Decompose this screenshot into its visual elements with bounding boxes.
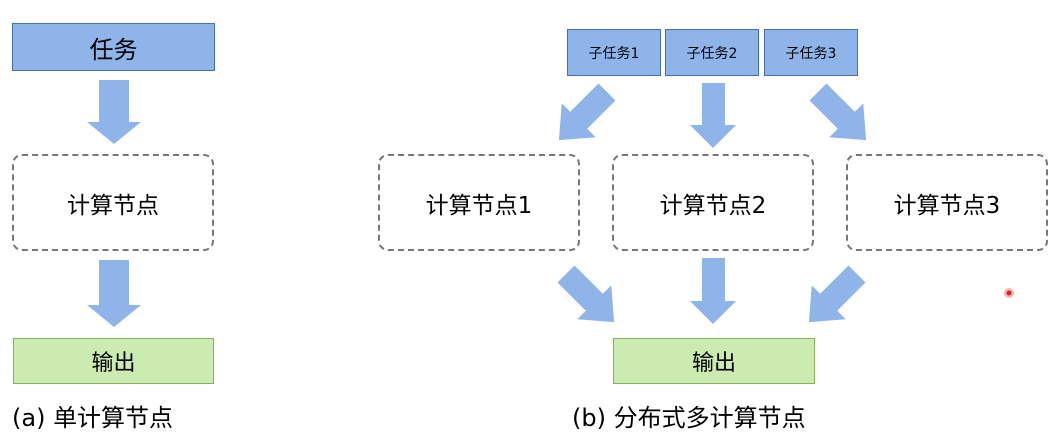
compute-node-label-2: 计算节点2 [659,192,767,219]
compute-node-box-2: 计算节点2 [612,154,814,251]
output-box-single: 输出 [13,338,214,384]
arrow-subtask2-to-node2 [690,83,736,148]
caption-distributed: (b) 分布式多计算节点 [572,404,806,432]
compute-node-label-1: 计算节点1 [425,192,533,219]
arrow-node1-to-output [557,265,615,323]
subtask-box-1: 子任务1 [567,29,661,76]
output-box-distributed: 输出 [613,338,815,384]
compute-node-box-1: 计算节点1 [378,154,580,251]
task-box: 任务 [12,23,215,71]
subtask-label-3: 子任务3 [785,45,837,62]
pointer-dot-icon [1004,288,1014,298]
arrow-node-to-output [87,260,141,327]
task-label: 任务 [89,35,138,64]
arrow-node2-to-output [690,258,736,324]
caption-single: (a) 单计算节点 [12,404,174,432]
compute-node-box-3: 计算节点3 [846,154,1048,251]
subtask-box-3: 子任务3 [764,29,858,76]
arrow-subtask1-to-node1 [558,83,616,141]
compute-node-label-3: 计算节点3 [893,192,1001,219]
arrow-subtask3-to-node3 [809,83,867,141]
output-label-distributed: 输出 [691,351,736,376]
arrow-node3-to-output [808,265,866,323]
subtask-label-1: 子任务1 [588,45,640,62]
output-label-single: 输出 [91,351,136,376]
subtask-label-2: 子任务2 [686,45,738,62]
compute-node-label: 计算节点 [67,192,159,219]
compute-node-box: 计算节点 [12,154,214,251]
arrow-task-to-node [87,80,141,144]
subtask-box-2: 子任务2 [665,29,759,76]
